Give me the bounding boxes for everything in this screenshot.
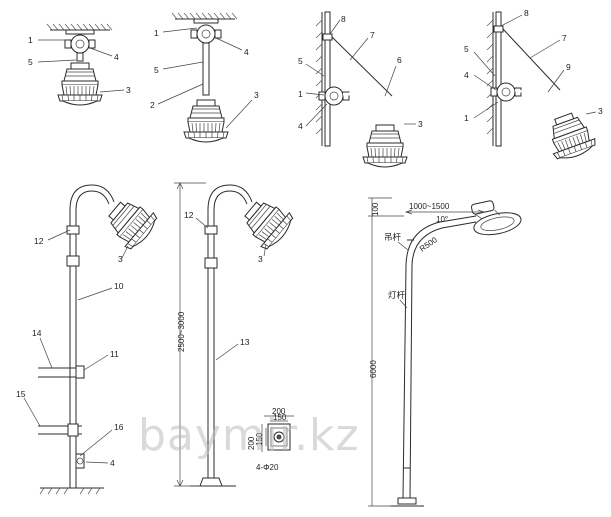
fig7-dim-height: 6000: [369, 360, 378, 378]
fig7-street-light-pole: 100 1000~1500 10° R500 6000 吊杆 灯杆: [368, 197, 522, 507]
fig7-label-lamp-pole: 灯杆: [388, 290, 406, 300]
fig1-label-1: 1: [28, 35, 33, 45]
fig7-dim-100: 100: [371, 202, 380, 216]
fig5-label-10: 10: [114, 281, 124, 291]
fig2-label-4: 4: [244, 47, 249, 57]
fig4-label-8: 8: [524, 8, 529, 18]
fig5-label-15: 15: [16, 389, 26, 399]
fig7-dim-angle: 10°: [436, 215, 448, 224]
fig5-label-3: 3: [118, 254, 123, 264]
fig3-label-5: 5: [298, 56, 303, 66]
base-width: 200: [272, 407, 286, 416]
fig6-label-13: 13: [240, 337, 250, 347]
fig1-label-5: 5: [28, 57, 33, 67]
fig2-label-2: 2: [150, 100, 155, 110]
fig3-label-4: 4: [298, 121, 303, 131]
fig2-label-5: 5: [154, 65, 159, 75]
fig2-pendant-mount: 1 4 5 2 3: [150, 12, 259, 143]
fig7-dim-arm: 1000~1500: [409, 202, 450, 211]
fig2-label-1: 1: [154, 28, 159, 38]
base-inner-height: 150: [255, 432, 264, 446]
fig7-dim-radius: R500: [418, 235, 439, 254]
fig1-ceiling-mount: 1 4 5 3: [28, 23, 131, 106]
fig1-label-3: 3: [126, 85, 131, 95]
fig6-label-3: 3: [258, 254, 263, 264]
fig3-label-1: 1: [298, 89, 303, 99]
base-height: 200: [247, 436, 256, 450]
watermark-text: baymir.kz: [138, 410, 360, 461]
fig5-label-4: 4: [110, 458, 115, 468]
fig7-label-hanger-rod: 吊杆: [384, 232, 402, 242]
fig6-label-12: 12: [184, 210, 194, 220]
height-dimension: 2500~3000: [177, 311, 186, 352]
fig3-wall-bracket: 8 7 5 6 1 4 3: [298, 11, 423, 168]
fig2-label-3: 3: [254, 90, 259, 100]
base-inner-width: 150: [273, 413, 287, 422]
bolt-spec: 4-Φ20: [256, 463, 279, 472]
fig5-label-14: 14: [32, 328, 42, 338]
fig3-label-7: 7: [370, 30, 375, 40]
fig4-label-4: 4: [464, 70, 469, 80]
fig5-wall-supported-pole: 12 3 10 14 11 15 16 4: [16, 184, 162, 495]
fig3-label-8: 8: [341, 14, 346, 24]
fig5-label-12: 12: [34, 236, 44, 246]
fig3-label-3: 3: [418, 119, 423, 129]
fig4-label-9: 9: [566, 62, 571, 72]
fig1-label-4: 4: [114, 52, 119, 62]
fig4-angled-wall-bracket: 8 5 7 4 9 1 3: [464, 8, 603, 164]
fig3-label-6: 6: [397, 55, 402, 65]
fig5-label-16: 16: [114, 422, 124, 432]
fig4-label-7: 7: [562, 33, 567, 43]
fig4-label-1: 1: [464, 113, 469, 123]
fig6-freestanding-pole: 2500~3000 200 150 200 150 4-Φ20 12 3 13: [174, 182, 298, 487]
fig5-label-11: 11: [110, 349, 119, 359]
fig4-label-5: 5: [464, 44, 469, 54]
fig4-label-3: 3: [598, 106, 603, 116]
